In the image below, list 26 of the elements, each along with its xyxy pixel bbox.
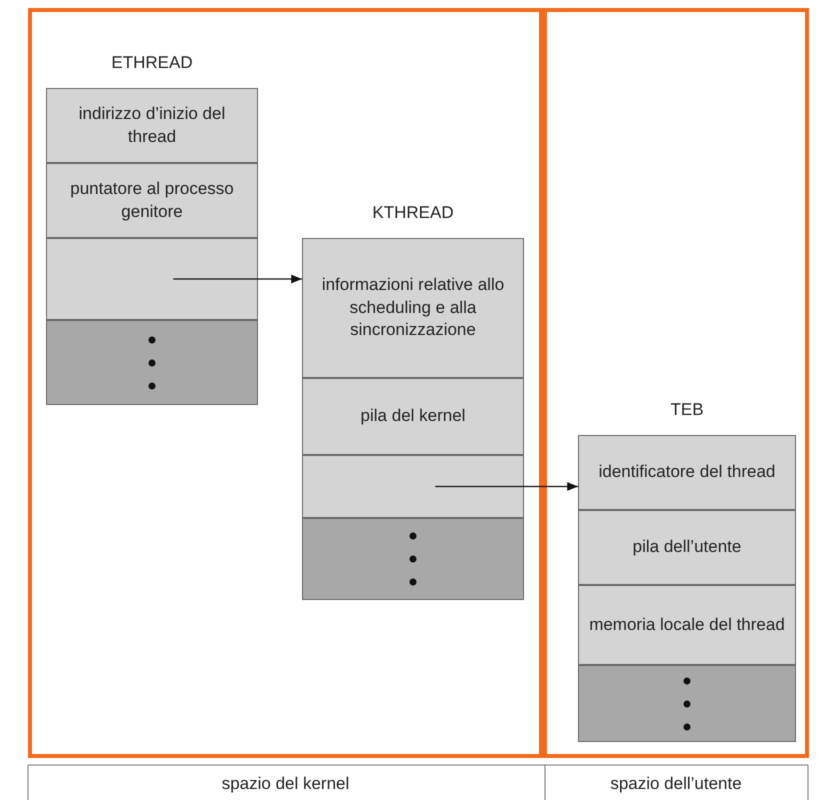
field-cell	[302, 378, 524, 455]
field-text: pila del kernel	[360, 405, 466, 428]
field-cell	[46, 163, 258, 238]
field-text: puntatore al processo genitore	[69, 178, 235, 222]
field-cell	[578, 585, 796, 665]
field-text: identificatore del thread	[598, 461, 776, 484]
field-text: pila dell’utente	[632, 536, 742, 558]
field-text: informazioni relative allo scheduling e alla sincronizzazione	[320, 274, 506, 342]
structure-title: ETHREAD	[110, 53, 194, 73]
continuation-field	[578, 665, 796, 742]
field-cell	[578, 510, 796, 585]
field-text: memoria locale del thread	[588, 614, 786, 636]
arrow	[435, 482, 578, 491]
continuation-field	[46, 320, 258, 405]
region-label: spazio del kernel	[220, 774, 350, 794]
field-cell	[302, 238, 524, 378]
structure-title: TEB	[669, 400, 705, 420]
region-label: spazio dell’utente	[609, 774, 743, 794]
arrow	[173, 274, 302, 284]
field-cell	[578, 435, 796, 510]
field-text: indirizzo d’inizio del thread	[78, 102, 226, 148]
field-cell	[46, 88, 258, 163]
structure-title: KTHREAD	[371, 203, 455, 223]
field-cell	[46, 238, 258, 320]
continuation-field	[302, 518, 524, 600]
field-cell	[302, 455, 524, 518]
